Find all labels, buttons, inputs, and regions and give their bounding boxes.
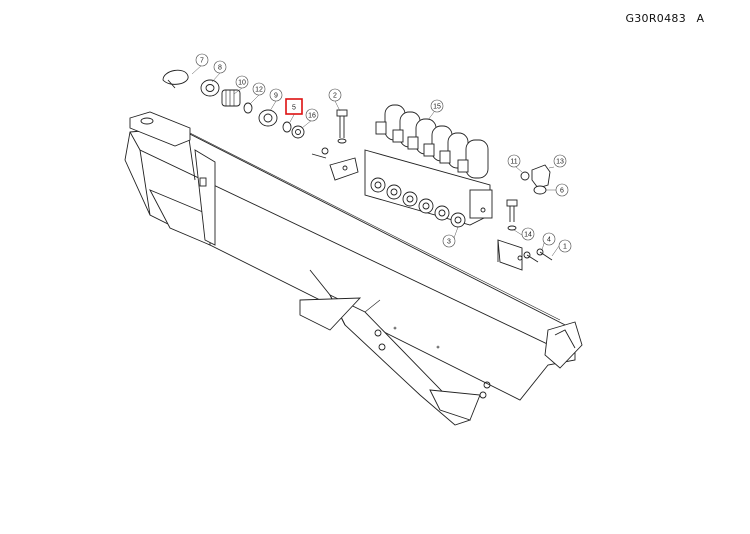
elbow-fitting-part: [520, 164, 551, 189]
solenoid-coil-6: [457, 139, 489, 179]
callout-9: 9: [269, 88, 283, 102]
drawing-reference-code: G30R0483: [625, 12, 686, 25]
svg-text:3: 3: [447, 239, 451, 246]
seal-ring-part: [282, 121, 292, 133]
small-bolts-right: [523, 248, 553, 263]
svg-text:11: 11: [510, 159, 517, 166]
callout-16: 16: [305, 108, 319, 122]
callout-5-highlighted[interactable]: 5: [285, 98, 303, 115]
threaded-adapter-part: [221, 89, 241, 107]
solenoid-valve-block: [364, 104, 493, 228]
callout-3: 3: [442, 234, 456, 248]
callout-4: 4: [542, 232, 556, 246]
main-frame-beam: [124, 111, 576, 401]
callout-2: 2: [328, 88, 342, 102]
svg-text:16: 16: [308, 113, 316, 120]
svg-text:13: 13: [556, 159, 564, 166]
callout-13: 13: [553, 154, 567, 168]
hose-clamp-part: [162, 69, 189, 89]
svg-text:9: 9: [274, 93, 278, 100]
callout-14: 14: [521, 227, 535, 241]
svg-text:14: 14: [524, 232, 532, 239]
drawing-revision: A: [696, 12, 704, 25]
svg-text:1: 1: [563, 244, 567, 251]
svg-text:5: 5: [292, 105, 296, 112]
callout-7: 7: [195, 53, 209, 67]
outlet-fittings: [370, 177, 466, 228]
cap-part: [533, 185, 547, 195]
hose-tail-part: [200, 79, 220, 97]
callout-15: 15: [430, 99, 444, 113]
right-bracket: [497, 199, 523, 271]
callout-8: 8: [213, 60, 227, 74]
long-bolt-part: [336, 109, 348, 144]
end-fitting-part: [291, 125, 305, 139]
svg-text:15: 15: [433, 104, 441, 111]
svg-text:6: 6: [560, 188, 564, 195]
bolt-set-leg: [374, 329, 491, 399]
callout-10: 10: [235, 75, 249, 89]
support-leg: [299, 269, 491, 426]
svg-text:10: 10: [238, 80, 246, 87]
beam-end-cap: [544, 321, 583, 369]
mounting-bracket-small: [311, 147, 359, 181]
callout-11: 11: [507, 154, 521, 168]
svg-text:8: 8: [218, 65, 222, 72]
leader-lines: [191, 64, 560, 257]
callout-1: 1: [558, 239, 572, 253]
svg-text:4: 4: [547, 237, 551, 244]
o-ring-part: [243, 102, 253, 114]
svg-text:2: 2: [333, 93, 337, 100]
callout-12: 12: [252, 82, 266, 96]
svg-text:12: 12: [255, 87, 263, 94]
callout-6: 6: [555, 183, 569, 197]
nut-fitting-part: [258, 109, 278, 127]
svg-text:7: 7: [200, 58, 204, 65]
